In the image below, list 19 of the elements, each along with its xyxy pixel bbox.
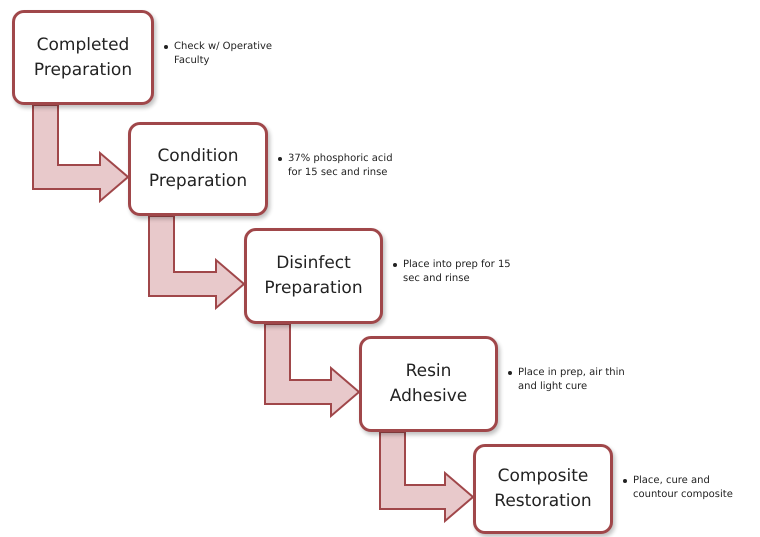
process-box bbox=[128, 122, 268, 216]
box-label: Resin Adhesive bbox=[388, 360, 468, 408]
block-arrow bbox=[148, 215, 246, 310]
step-note: Place into prep for 15 sec and rinse bbox=[403, 258, 512, 286]
process-box bbox=[244, 228, 383, 324]
block-arrow bbox=[32, 104, 130, 204]
process-box bbox=[359, 336, 498, 432]
step-note: Place in prep, air thin and light cure bbox=[518, 366, 626, 394]
step-note: Place, cure and countour composite bbox=[633, 474, 734, 502]
step-note: 37% phosphoric acid for 15 sec and rinse bbox=[288, 152, 394, 180]
block-arrow bbox=[264, 323, 361, 418]
box-label: Composite Restoration bbox=[493, 465, 593, 513]
box-label: Condition Preparation bbox=[148, 145, 248, 193]
step-note: Check w/ Operative Faculty bbox=[174, 40, 274, 68]
box-label: Disinfect Preparation bbox=[263, 252, 364, 300]
box-label: Completed Preparation bbox=[32, 34, 134, 82]
process-box bbox=[12, 10, 154, 105]
process-box bbox=[473, 444, 613, 534]
block-arrow bbox=[379, 431, 475, 524]
